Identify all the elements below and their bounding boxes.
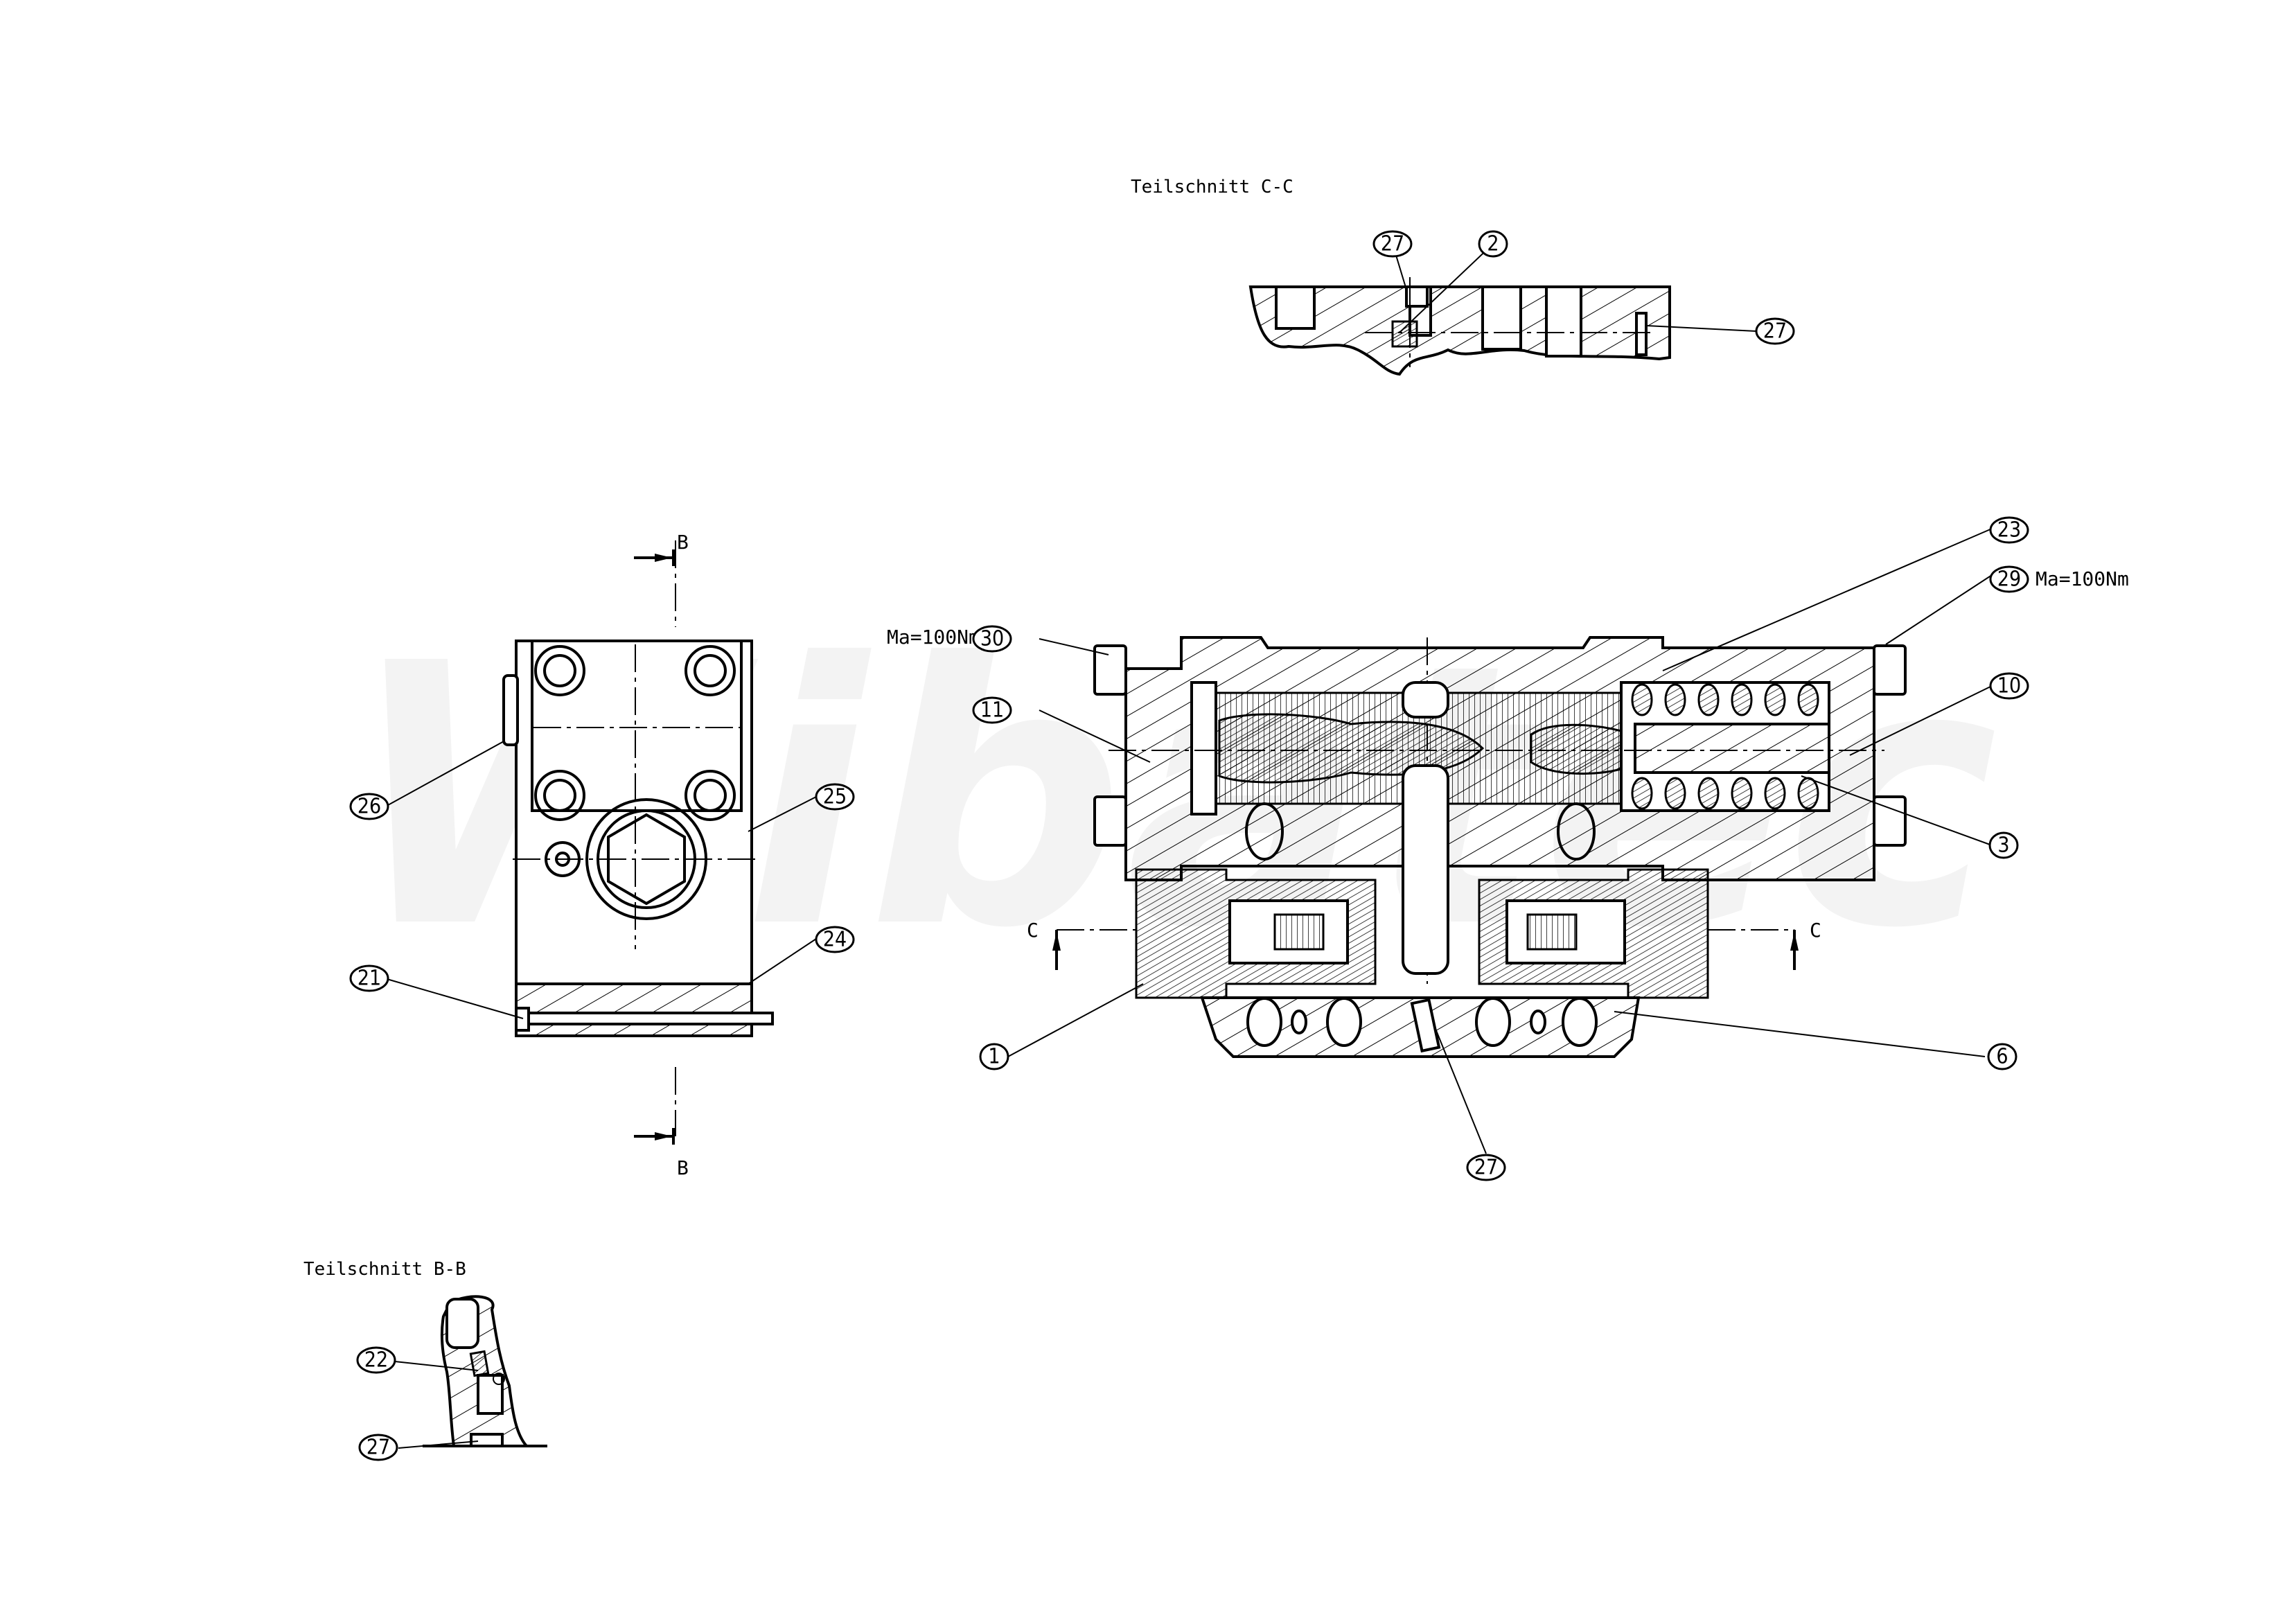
plug-27-lower — [1410, 998, 1441, 1053]
cut-marker-c-right: C — [1810, 919, 1821, 942]
cut-marker-b-bottom: B — [677, 1156, 689, 1179]
svg-text:25: 25 — [823, 785, 847, 809]
torque-note-left: Ma=100Nm — [887, 626, 980, 649]
spool-right-piston — [1530, 723, 1623, 775]
cut-marker-c-left: C — [1027, 919, 1039, 942]
side-nameplate — [502, 674, 519, 746]
callout-3: 3 — [1988, 831, 2019, 859]
bolt-heads — [534, 645, 736, 821]
thread-left — [1273, 913, 1325, 951]
callout-1: 1 — [979, 1043, 1009, 1070]
svg-text:27: 27 — [1474, 1156, 1498, 1180]
main-section-view: C C — [1027, 636, 1907, 1058]
leader-lines — [384, 243, 1993, 1449]
side-screw-21 — [515, 1012, 774, 1025]
section-b-title: Teilschnitt B-B — [303, 1259, 466, 1280]
svg-text:24: 24 — [823, 928, 847, 952]
callout-24: 24 — [815, 926, 855, 953]
end-cap-11 — [1190, 681, 1217, 816]
center-port-top — [1402, 681, 1449, 719]
center-passage — [1402, 764, 1449, 975]
svg-text:1: 1 — [988, 1045, 1000, 1069]
section-b-plug-27 — [470, 1433, 504, 1447]
svg-text:27: 27 — [367, 1436, 390, 1460]
section-c-cavity-mid — [1481, 285, 1522, 351]
section-b-b: Teilschnitt B-B — [303, 1259, 547, 1447]
side-base-section — [515, 982, 753, 1037]
side-view: B B — [502, 531, 774, 1179]
plug-29 — [1873, 644, 1907, 696]
spring-coils — [1631, 683, 1819, 810]
callout-27: 27 — [1755, 317, 1795, 345]
callout-23: 23 — [1989, 516, 2029, 544]
callout-29: 29 — [1989, 565, 2029, 593]
section-c-plug-27-right — [1635, 312, 1648, 356]
callout-10: 10 — [1989, 672, 2029, 700]
svg-text:11: 11 — [980, 698, 1004, 723]
callout-27: 27 — [1466, 1154, 1506, 1181]
section-b-part-22 — [469, 1350, 490, 1377]
section-c-c: Teilschnitt C-C — [1131, 177, 1671, 376]
svg-text:29: 29 — [1997, 567, 2021, 592]
svg-text:10: 10 — [1997, 674, 2021, 698]
svg-text:21: 21 — [357, 967, 381, 991]
spring-guide-3 — [1634, 723, 1830, 774]
callout-26: 26 — [349, 793, 389, 820]
cut-marker-b-top: B — [677, 531, 689, 554]
callout-6: 6 — [1987, 1043, 2017, 1070]
lower-ports — [1246, 997, 1598, 1047]
svg-text:30: 30 — [980, 627, 1004, 651]
callout-2: 2 — [1478, 230, 1508, 258]
svg-text:27: 27 — [1763, 319, 1787, 344]
section-c-cavity-far-right — [1545, 285, 1582, 358]
callout-27: 27 — [358, 1434, 398, 1461]
svg-text:22: 22 — [364, 1348, 388, 1373]
svg-text:26: 26 — [357, 795, 381, 819]
svg-text:6: 6 — [1996, 1045, 2008, 1069]
section-c-title: Teilschnitt C-C — [1131, 177, 1293, 197]
callout-22: 22 — [356, 1346, 396, 1374]
section-c-part-2 — [1391, 320, 1418, 348]
svg-text:2: 2 — [1487, 232, 1499, 256]
plug-30 — [1093, 644, 1127, 696]
svg-text:3: 3 — [1997, 834, 2009, 858]
callout-30: 30 — [972, 625, 1012, 653]
callout-11: 11 — [972, 696, 1012, 724]
callout-25: 25 — [815, 783, 855, 811]
svg-text:23: 23 — [1997, 518, 2021, 543]
callout-27: 27 — [1372, 230, 1413, 258]
callout-21: 21 — [349, 964, 389, 992]
side-cover-plate — [531, 640, 743, 812]
thread-right — [1526, 913, 1578, 951]
torque-note-right: Ma=100Nm — [2036, 567, 2129, 590]
section-c-cavity-left — [1275, 285, 1316, 330]
svg-text:27: 27 — [1381, 232, 1404, 256]
